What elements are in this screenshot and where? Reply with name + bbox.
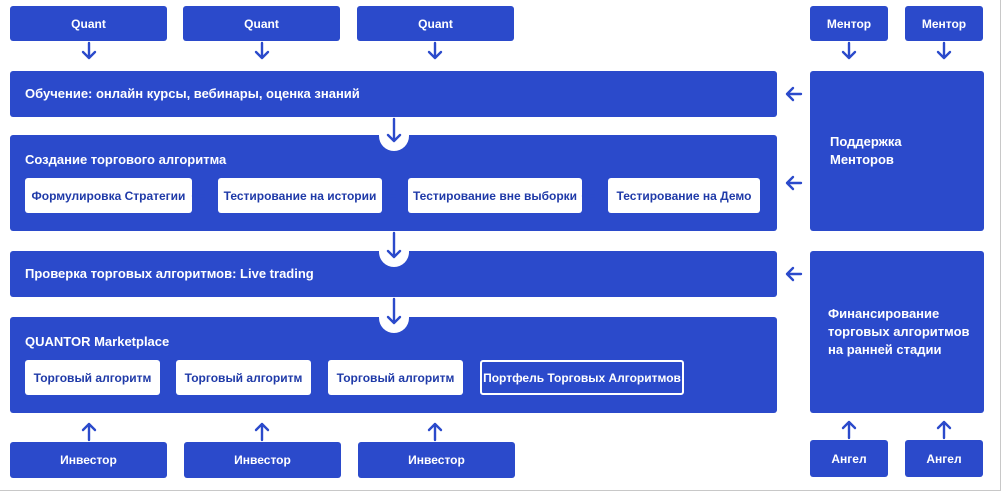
flow-notch-2 bbox=[379, 251, 409, 267]
algo-creation-title: Создание торгового алгоритма bbox=[25, 152, 227, 167]
investor-box-3: Инвестор bbox=[358, 442, 515, 478]
quant-label: Quant bbox=[418, 16, 453, 31]
mentor-label: Ментор bbox=[921, 16, 967, 31]
mentor-box-1: Ментор bbox=[810, 6, 888, 41]
arrow-down-icon bbox=[386, 297, 402, 325]
algo-creation-block: Создание торгового алгоритма Формулировк… bbox=[10, 135, 777, 231]
quant-box-3: Quant bbox=[357, 6, 514, 41]
investor-label: Инвестор bbox=[408, 453, 465, 467]
step-strategy: Формулировка Стратегии bbox=[25, 178, 192, 213]
flow-notch-1 bbox=[379, 135, 409, 151]
investor-box-2: Инвестор bbox=[184, 442, 341, 478]
financing-line-3: на ранней стадии bbox=[828, 342, 942, 357]
angel-label: Ангел bbox=[831, 451, 867, 466]
arrow-down-icon bbox=[81, 41, 97, 60]
arrow-up-icon bbox=[936, 420, 952, 440]
step-out-of-sample-test: Тестирование вне выборки bbox=[408, 178, 582, 213]
mentor-box-2: Ментор bbox=[905, 6, 983, 41]
financing-line-1: Финансирование bbox=[828, 306, 940, 321]
step-demo-test: Тестирование на Демо bbox=[608, 178, 760, 213]
step-history-test: Тестирование на истории bbox=[218, 178, 382, 213]
angel-label: Ангел bbox=[926, 451, 962, 466]
investor-box-1: Инвестор bbox=[10, 442, 167, 478]
arrow-down-icon bbox=[936, 41, 952, 60]
arrow-down-icon bbox=[841, 41, 857, 60]
mentor-support-line-2: Менторов bbox=[830, 152, 894, 167]
quant-box-2: Quant bbox=[183, 6, 340, 41]
mentor-support-text: Поддержка Менторов bbox=[830, 133, 902, 169]
arrow-left-icon bbox=[785, 266, 803, 282]
flow-notch-3 bbox=[379, 317, 409, 333]
arrow-up-icon bbox=[254, 422, 270, 442]
mentor-support-line-1: Поддержка bbox=[830, 134, 902, 149]
quant-label: Quant bbox=[244, 16, 279, 31]
arrow-down-icon bbox=[386, 231, 402, 259]
marketplace-block: QUANTOR Marketplace Торговый алгоритм То… bbox=[10, 317, 777, 413]
portfolio-box: Портфель Торговых Алгоритмов bbox=[480, 360, 684, 395]
quant-label: Quant bbox=[71, 16, 106, 31]
financing-text: Финансирование торговых алгоритмов на ра… bbox=[828, 305, 970, 359]
arrow-left-icon bbox=[785, 175, 803, 191]
arrow-down-icon bbox=[386, 117, 402, 143]
quant-box-1: Quant bbox=[10, 6, 167, 41]
marketplace-item-3: Торговый алгоритм bbox=[328, 360, 463, 395]
investor-label: Инвестор bbox=[60, 453, 117, 467]
marketplace-title: QUANTOR Marketplace bbox=[25, 334, 170, 349]
mentor-label: Ментор bbox=[826, 16, 872, 31]
arrow-down-icon bbox=[427, 41, 443, 60]
marketplace-item-1: Торговый алгоритм bbox=[25, 360, 160, 395]
live-check-title: Проверка торговых алгоритмов: Live tradi… bbox=[25, 266, 314, 281]
arrow-up-icon bbox=[81, 422, 97, 442]
live-check-block: Проверка торговых алгоритмов: Live tradi… bbox=[10, 251, 777, 297]
arrow-up-icon bbox=[841, 420, 857, 440]
arrow-right-icon bbox=[382, 188, 401, 204]
arrow-right-icon bbox=[191, 188, 210, 204]
financing-block: Финансирование торговых алгоритмов на ра… bbox=[810, 251, 984, 413]
financing-line-2: торговых алгоритмов bbox=[828, 324, 970, 339]
training-title: Обучение: онлайн курсы, вебинары, оценка… bbox=[25, 86, 360, 101]
angel-box-1: Ангел bbox=[810, 440, 888, 477]
training-block: Обучение: онлайн курсы, вебинары, оценка… bbox=[10, 71, 777, 117]
mentor-support-block: Поддержка Менторов bbox=[810, 71, 984, 231]
marketplace-item-2: Торговый алгоритм bbox=[176, 360, 311, 395]
investor-label: Инвестор bbox=[234, 453, 291, 467]
angel-box-2: Ангел bbox=[905, 440, 983, 477]
arrow-left-icon bbox=[785, 86, 803, 102]
arrow-right-icon bbox=[581, 188, 600, 204]
arrow-down-icon bbox=[254, 41, 270, 60]
arrow-up-icon bbox=[427, 422, 443, 442]
